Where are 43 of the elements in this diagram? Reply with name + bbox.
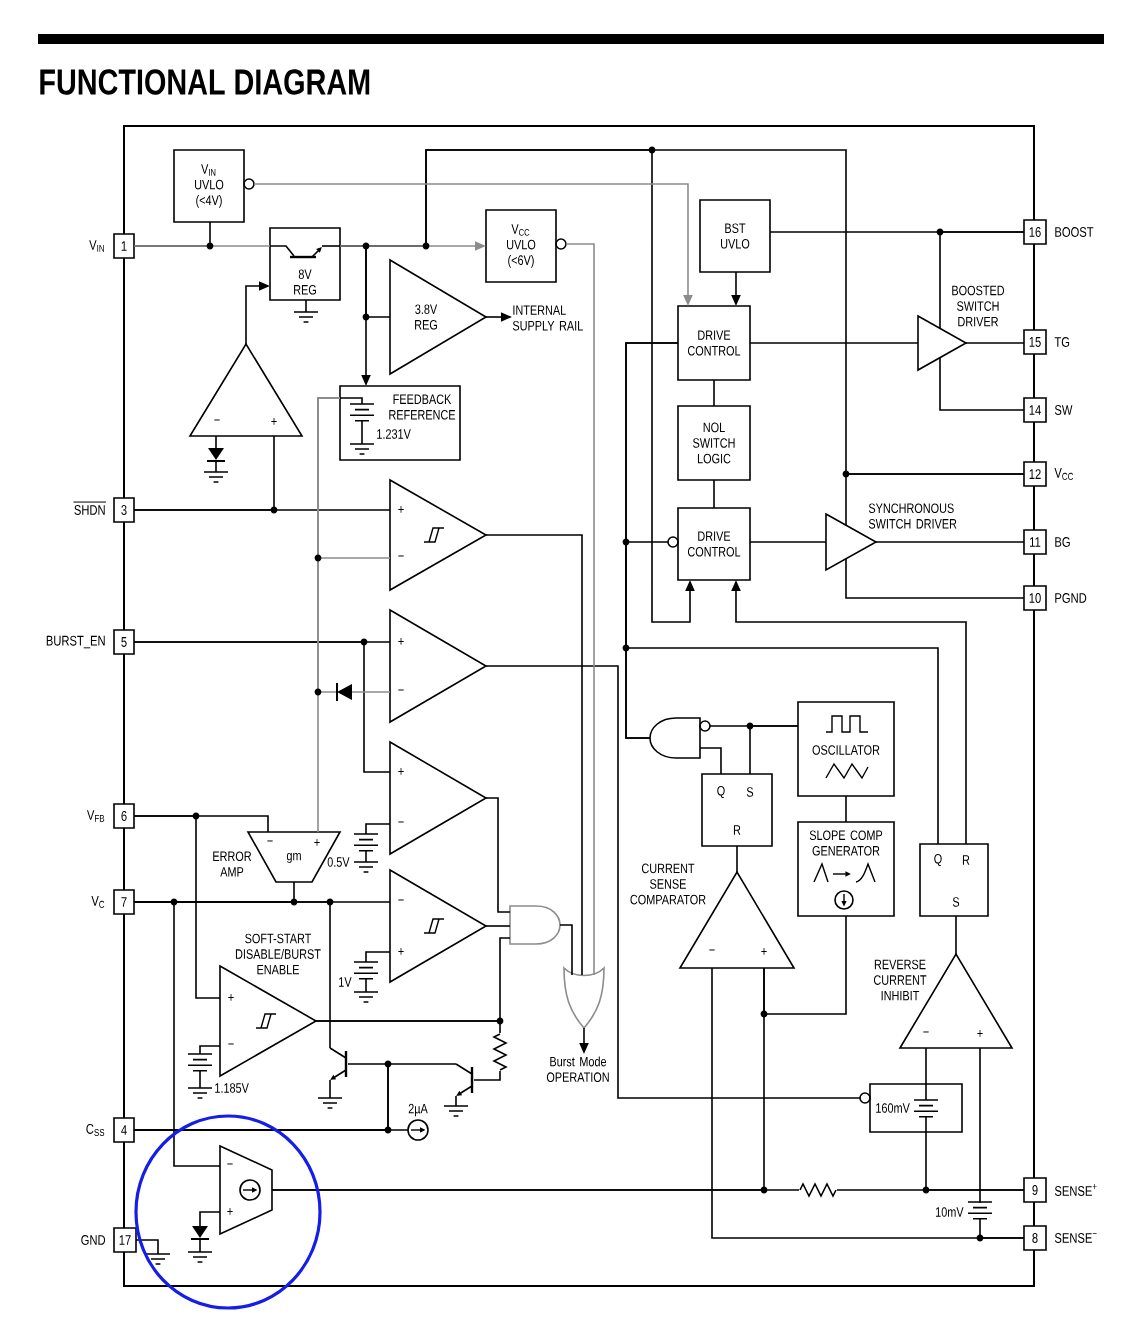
wire bbox=[845, 558, 1025, 599]
wire bbox=[559, 924, 573, 976]
wire bbox=[485, 797, 511, 913]
wire bbox=[133, 1129, 409, 1131]
wire bbox=[133, 815, 221, 999]
wire bbox=[939, 356, 1025, 411]
and-gate bbox=[509, 905, 561, 945]
wire bbox=[713, 379, 715, 407]
wire bbox=[133, 245, 271, 247]
wire bbox=[485, 534, 583, 976]
wire bbox=[749, 541, 827, 543]
wire bbox=[965, 342, 1025, 344]
wire bbox=[845, 795, 847, 823]
wire bbox=[749, 342, 919, 344]
wire bbox=[133, 901, 331, 1049]
wire bbox=[565, 243, 595, 976]
wire bbox=[133, 641, 391, 773]
wire bbox=[485, 925, 511, 927]
wire bbox=[925, 1131, 1025, 1191]
wire bbox=[133, 509, 391, 511]
wire bbox=[845, 473, 1025, 526]
wire bbox=[625, 342, 939, 845]
wire bbox=[736, 845, 738, 873]
transistor-symbol bbox=[455, 1063, 474, 1096]
wire bbox=[925, 1047, 927, 1085]
wire bbox=[485, 665, 861, 1099]
wire bbox=[317, 397, 341, 833]
wire bbox=[763, 915, 847, 1015]
transistor-symbol bbox=[329, 1047, 348, 1080]
wire bbox=[699, 747, 722, 775]
wire bbox=[713, 479, 715, 509]
wire bbox=[749, 725, 799, 775]
wire bbox=[939, 231, 1025, 330]
wire bbox=[875, 541, 1025, 543]
nand-gate bbox=[649, 717, 711, 759]
wire bbox=[315, 1020, 501, 1081]
wire bbox=[955, 915, 957, 955]
title: FUNCTIONAL DIAGRAM bbox=[40, 69, 370, 95]
wire bbox=[979, 1047, 1025, 1239]
diode-symbol bbox=[336, 682, 352, 702]
wire bbox=[351, 691, 391, 693]
wire bbox=[625, 541, 669, 739]
or-gate bbox=[563, 967, 605, 1029]
